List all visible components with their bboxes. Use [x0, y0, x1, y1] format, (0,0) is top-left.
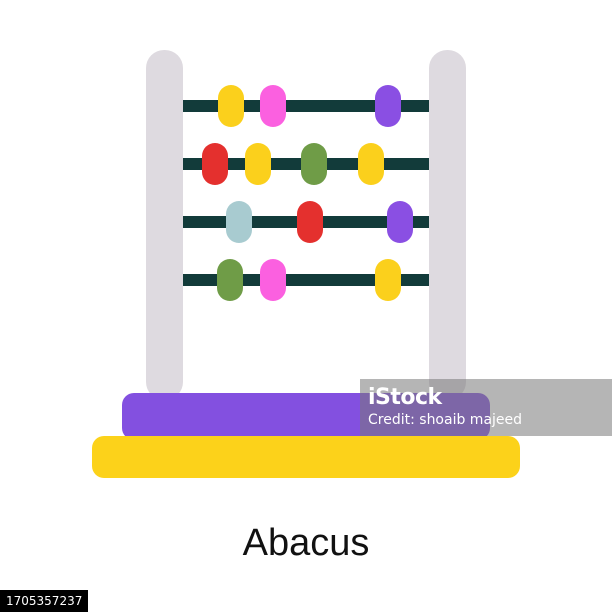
- abacus-bead-pink: [260, 85, 286, 127]
- abacus-rods: [183, 100, 429, 286]
- abacus-right-post: [429, 50, 466, 400]
- stock-id-label: 1705357237: [0, 590, 89, 612]
- abacus-bead-pink: [260, 259, 286, 301]
- abacus-bead-yellow: [218, 85, 244, 127]
- abacus-left-post: [146, 50, 183, 400]
- abacus-bead-yellow: [245, 143, 271, 185]
- abacus-bead-yellow: [358, 143, 384, 185]
- abacus-beads: [202, 85, 413, 301]
- abacus-bead-green: [301, 143, 327, 185]
- watermark-logo: iStock: [368, 385, 442, 410]
- abacus-bead-purple: [375, 85, 401, 127]
- watermark: iStock Credit: shoaib majeed: [360, 379, 612, 436]
- abacus-bead-green: [217, 259, 243, 301]
- abacus-base-bottom: [92, 436, 520, 478]
- abacus-bead-yellow: [375, 259, 401, 301]
- abacus-rod-4: [183, 274, 429, 286]
- abacus-rod-1: [183, 100, 429, 112]
- watermark-credit: Credit: shoaib majeed: [368, 412, 523, 428]
- abacus-bead-light-blue: [226, 201, 252, 243]
- abacus-bead-red: [297, 201, 323, 243]
- abacus-bead-red: [202, 143, 228, 185]
- abacus-bead-purple: [387, 201, 413, 243]
- caption-title: Abacus: [242, 522, 370, 564]
